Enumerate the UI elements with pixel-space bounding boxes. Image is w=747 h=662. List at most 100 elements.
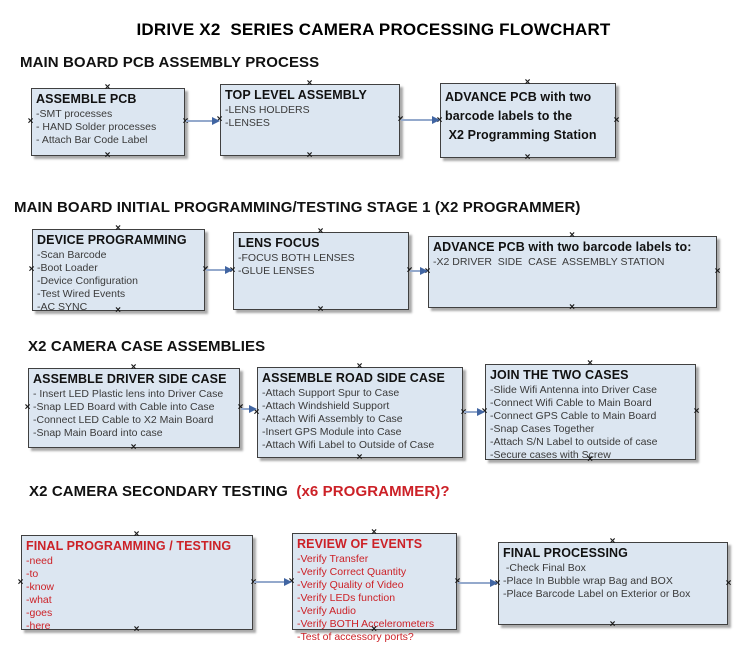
- connection-point-icon: ×: [317, 304, 324, 315]
- box-item: -FOCUS BOTH LENSES: [238, 252, 355, 264]
- box-title: ADVANCE PCB with two barcode labels to t…: [445, 90, 597, 142]
- box-item: - HAND Solder processes: [36, 121, 157, 133]
- arrow-head-icon: [212, 117, 220, 125]
- box-item: -Attach Support Spur to Case: [262, 387, 400, 399]
- box-item: -Connect GPS Cable to Main Board: [490, 410, 657, 422]
- page-title: IDRIVE X2 SERIES CAMERA PROCESSING FLOWC…: [136, 20, 611, 39]
- box-title: JOIN THE TWO CASES: [490, 368, 629, 382]
- connection-point-icon: ×: [524, 152, 531, 163]
- box-title: ASSEMBLE ROAD SIDE CASE: [262, 371, 445, 385]
- arrow-line: [401, 119, 435, 121]
- box-item: -Device Configuration: [37, 275, 138, 287]
- flow-arrow: [464, 408, 485, 417]
- box-title: FINAL PROCESSING: [503, 546, 628, 560]
- flow-box-assemble-pcb[interactable]: ×××× ASSEMBLE PCB -SMT processes - HAND …: [28, 83, 189, 161]
- box-item: -Verify LEDs function: [297, 592, 396, 604]
- flow-box-final-programming-testing[interactable]: ×××× FINAL PROGRAMMING / TESTING -need -…: [18, 530, 257, 635]
- box-item: -X2 DRIVER SIDE CASE ASSEMBLY STATION: [433, 256, 665, 268]
- flow-arrow: [458, 579, 498, 588]
- box-item: -need: [26, 555, 53, 567]
- arrow-head-icon: [490, 579, 498, 587]
- flow-arrow: [206, 266, 233, 275]
- arrow-line: [464, 411, 480, 413]
- box-title: ADVANCE PCB with two barcode labels to:: [433, 240, 692, 254]
- flow-box-assemble-road-side-case[interactable]: ×××× ASSEMBLE ROAD SIDE CASE -Attach Sup…: [254, 362, 467, 463]
- box-title: TOP LEVEL ASSEMBLY: [225, 88, 367, 102]
- connection-point-icon: ×: [130, 442, 137, 453]
- flow-box-lens-focus[interactable]: ×××× LENS FOCUS -FOCUS BOTH LENSES -GLUE…: [230, 227, 413, 315]
- box-item: -Verify Correct Quantity: [297, 566, 407, 578]
- box-item: -LENSES: [225, 117, 270, 129]
- heading-text: X2 CAMERA SECONDARY TESTING: [29, 483, 293, 500]
- arrow-head-icon: [225, 266, 233, 274]
- arrow-head-icon: [284, 578, 292, 586]
- box-item: -Secure cases with Screw: [490, 449, 611, 461]
- flow-box-advance-pcb-programming-station[interactable]: ×××× ADVANCE PCB with two barcode labels…: [437, 78, 620, 163]
- flow-arrow: [401, 116, 440, 125]
- box-item: -Connect LED Cable to X2 Main Board: [33, 414, 214, 426]
- box-item: -Scan Barcode: [37, 249, 107, 261]
- box-item: -Boot Loader: [37, 262, 98, 274]
- arrow-line: [254, 581, 287, 583]
- flow-arrow: [410, 267, 428, 276]
- box-title: REVIEW OF EVENTS: [297, 537, 423, 551]
- connection-point-icon: ×: [104, 150, 111, 161]
- connection-point-icon: ×: [609, 619, 616, 630]
- connection-point-icon: ×: [356, 452, 363, 463]
- flow-arrow: [186, 117, 220, 126]
- box-item: -LENS HOLDERS: [225, 104, 310, 116]
- flow-box-device-programming[interactable]: ×××× DEVICE PROGRAMMING -Scan Barcode -B…: [29, 224, 209, 316]
- arrow-line: [186, 120, 215, 122]
- box-item: -Verify Quality of Video: [297, 579, 404, 591]
- box-item: -Place In Bubble wrap Bag and BOX: [503, 575, 673, 587]
- box-item: -Check Final Box: [503, 562, 586, 574]
- box-title: ASSEMBLE DRIVER SIDE CASE: [33, 372, 227, 386]
- arrow-head-icon: [249, 405, 257, 413]
- flow-box-top-level-assembly[interactable]: ×××× TOP LEVEL ASSEMBLY -LENS HOLDERS -L…: [217, 79, 404, 161]
- section-heading-pcb-assembly: MAIN BOARD PCB ASSEMBLY PROCESS: [20, 54, 320, 71]
- box-title: LENS FOCUS: [238, 236, 320, 250]
- section-heading-case-assemblies: X2 CAMERA CASE ASSEMBLIES: [28, 338, 266, 355]
- box-item: -Insert GPS Module into Case: [262, 426, 402, 438]
- flow-box-final-processing[interactable]: ×××× FINAL PROCESSING -Check Final Box -…: [495, 537, 732, 630]
- box-title: DEVICE PROGRAMMING: [37, 233, 187, 247]
- box-item: -SMT processes: [36, 108, 113, 120]
- flow-arrow: [241, 405, 257, 414]
- box-item: -Snap Main Board into case: [33, 427, 163, 439]
- box-item: -Verify Audio: [297, 605, 356, 617]
- box-item: -Verify Transfer: [297, 553, 369, 565]
- arrow-line: [206, 269, 228, 271]
- arrow-line: [410, 270, 423, 272]
- box-item: -GLUE LENSES: [238, 265, 315, 277]
- arrow-head-icon: [432, 116, 440, 124]
- flow-box-join-the-two-cases[interactable]: ×××× JOIN THE TWO CASES -Slide Wifi Ante…: [482, 359, 700, 465]
- box-item: -Attach Wifi Assembly to Case: [262, 413, 403, 425]
- box-item: -AC SYNC: [37, 301, 88, 313]
- connection-point-icon: ×: [306, 150, 313, 161]
- box-item: -Test of accessory ports?: [297, 631, 414, 643]
- box-item: -Connect Wifi Cable to Main Board: [490, 397, 652, 409]
- box-item: -goes: [26, 607, 53, 619]
- flow-box-assemble-driver-side-case[interactable]: ×××× ASSEMBLE DRIVER SIDE CASE - Insert …: [25, 363, 244, 453]
- arrow-head-icon: [477, 408, 485, 416]
- box-item: -Place Barcode Label on Exterior or Box: [503, 588, 691, 600]
- box-item: -Snap Cases Together: [490, 423, 595, 435]
- arrow-line: [458, 582, 493, 584]
- box-item: -Attach Wifi Label to Outside of Case: [262, 439, 435, 451]
- box-item: -Slide Wifi Antenna into Driver Case: [490, 384, 657, 396]
- arrow-line: [241, 408, 252, 410]
- box-item: -Verify BOTH Accelerometers: [297, 618, 435, 630]
- flow-box-advance-pcb-driver-side-station[interactable]: ×××× ADVANCE PCB with two barcode labels…: [425, 231, 721, 313]
- box-item: -Attach S/N Label to outside of case: [490, 436, 658, 448]
- section-heading-initial-programming: MAIN BOARD INITIAL PROGRAMMING/TESTING S…: [14, 199, 581, 216]
- box-item: -what: [26, 594, 52, 606]
- box-item: -Attach Windshield Support: [262, 400, 390, 412]
- flow-box-review-of-events[interactable]: ×××× REVIEW OF EVENTS -Verify Transfer -…: [289, 528, 461, 644]
- box-item: - Attach Bar Code Label: [36, 134, 148, 146]
- box-item: -to: [26, 568, 39, 580]
- box-item: -Snap LED Board with Cable into Case: [33, 401, 215, 413]
- flow-arrow: [254, 578, 292, 587]
- box-item: -Test Wired Events: [37, 288, 126, 300]
- box-item: -here: [26, 620, 51, 632]
